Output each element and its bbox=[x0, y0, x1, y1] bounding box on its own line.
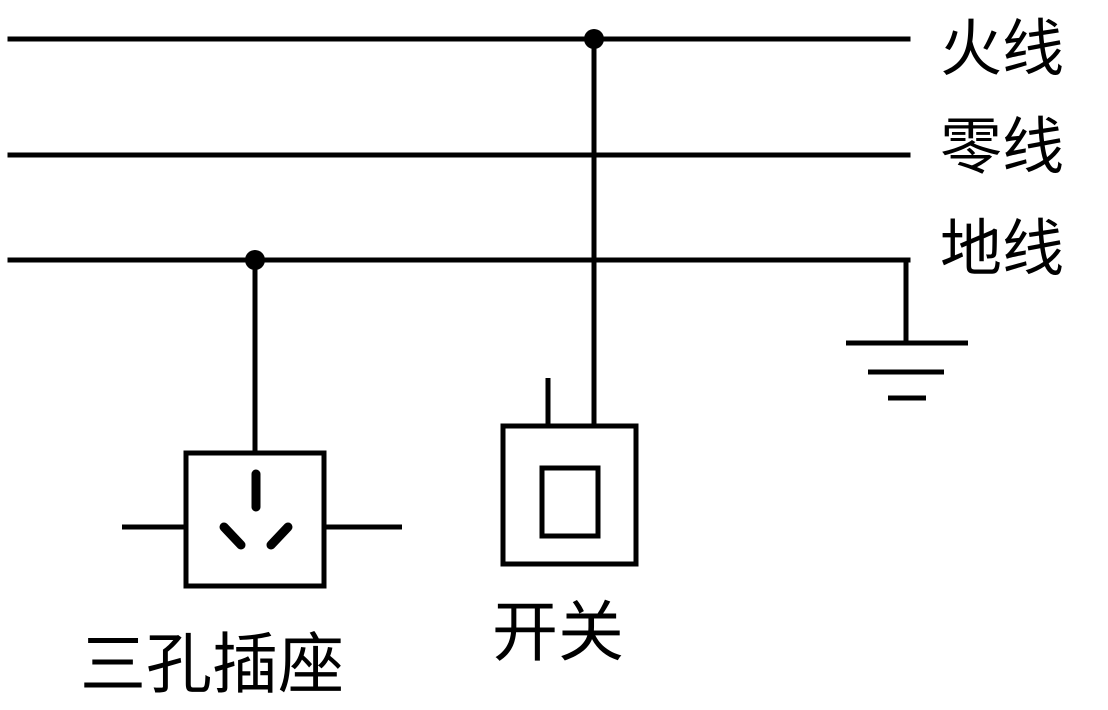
switch-label: 开关 bbox=[492, 594, 624, 671]
switch-symbol bbox=[500, 378, 639, 567]
ground-wire-label: 地线 bbox=[940, 212, 1065, 285]
live-wire-label: 火线 bbox=[940, 12, 1065, 85]
neutral-wire-label: 零线 bbox=[940, 110, 1065, 183]
socket-label: 三孔插座 bbox=[80, 626, 344, 703]
ground-symbol bbox=[846, 260, 968, 401]
three-hole-socket-symbol bbox=[122, 450, 402, 589]
